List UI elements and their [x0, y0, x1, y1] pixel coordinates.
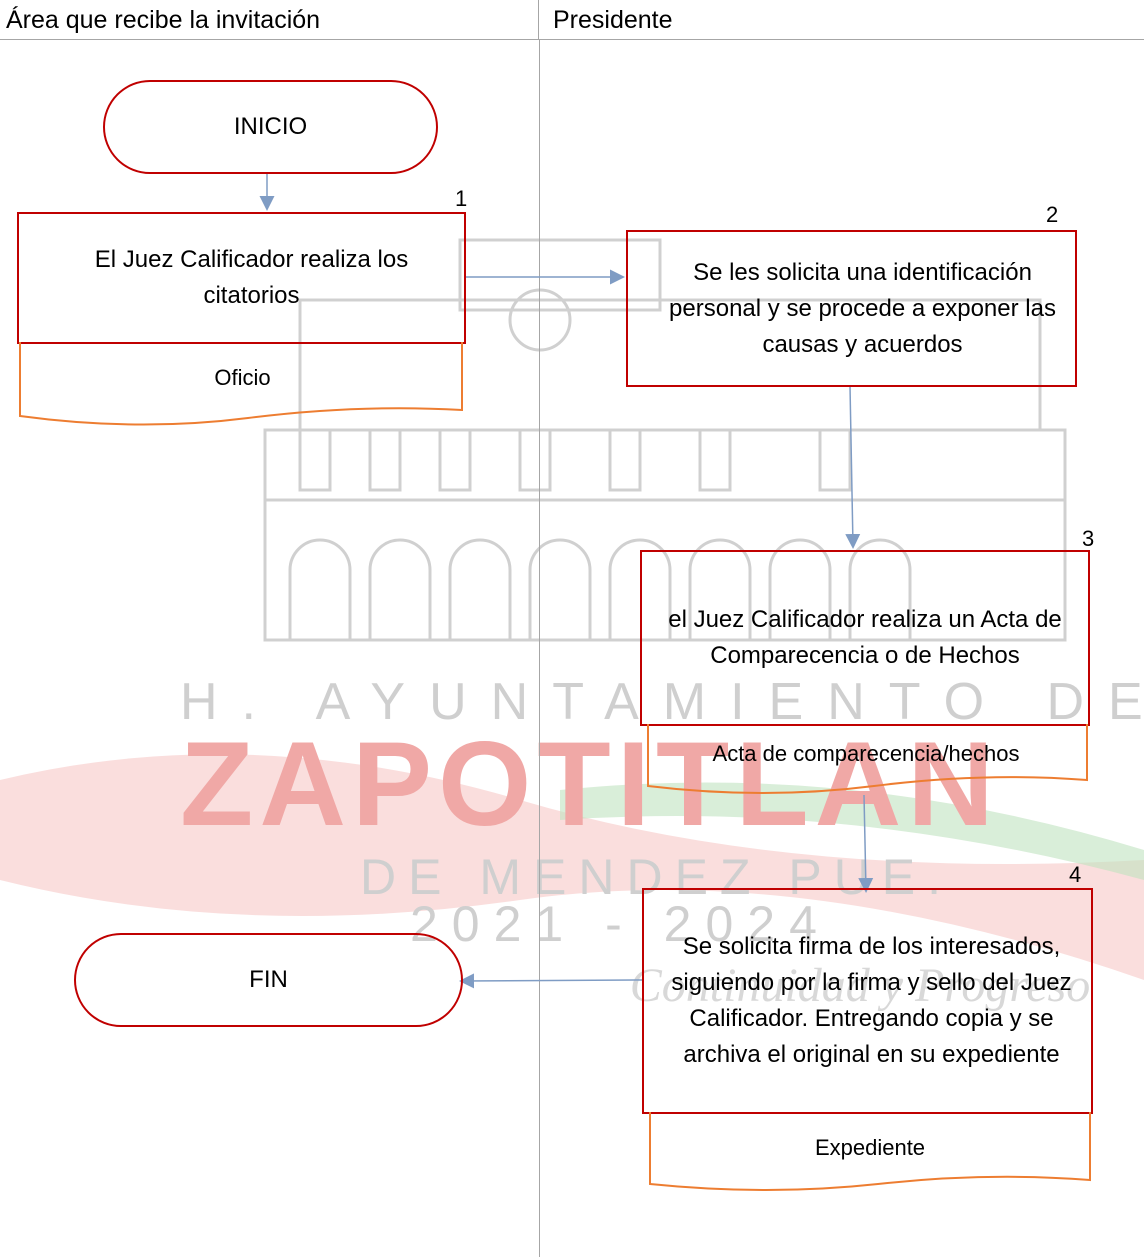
step2-text: Se les solicita una identificación perso…: [669, 258, 1056, 358]
end-terminal: FIN: [74, 933, 463, 1027]
step2-box: Se les solicita una identificación perso…: [626, 230, 1077, 387]
step4-number: 4: [1069, 862, 1082, 887]
step1-text: El Juez Calificador realiza los citatori…: [94, 246, 409, 309]
watermark-line2: ZAPOTITLAN: [180, 717, 1000, 851]
step1-box: El Juez Calificador realiza los citatori…: [17, 212, 466, 344]
end-label: FIN: [249, 966, 288, 993]
step2-number: 2: [1046, 202, 1059, 227]
step4-document-label: Expediente: [814, 1135, 926, 1160]
step1-document-shape: [19, 342, 463, 426]
arrow-step2-to-step3: [845, 385, 861, 549]
step1-number: 1: [455, 186, 468, 211]
step1-document-label: Oficio: [214, 364, 271, 390]
watermark-line4: 2021 - 2024: [410, 896, 831, 952]
step3-text: el Juez Calificador realiza un Acta de C…: [668, 606, 1062, 669]
step3-box: el Juez Calificador realiza un Acta de C…: [640, 550, 1090, 726]
step4-box: Se solicita firma de los interesados, si…: [642, 888, 1093, 1114]
step3-document-label: Acta de comparecencia/hechos: [712, 741, 1020, 766]
lane-header-presidente: Presidente: [539, 0, 1144, 40]
lane-header-area: Área que recibe la invitación: [0, 0, 539, 40]
step3-document-shape: [647, 724, 1088, 794]
start-terminal: INICIO: [103, 80, 438, 174]
lane-divider: [539, 40, 540, 1257]
step4-text: Se solicita firma de los interesados, si…: [671, 933, 1072, 1068]
start-label: INICIO: [233, 113, 308, 140]
watermark-line5: Continuidad y Progreso: [629, 959, 1091, 1012]
step4-document-shape: [649, 1112, 1091, 1191]
step3-number: 3: [1082, 526, 1095, 551]
